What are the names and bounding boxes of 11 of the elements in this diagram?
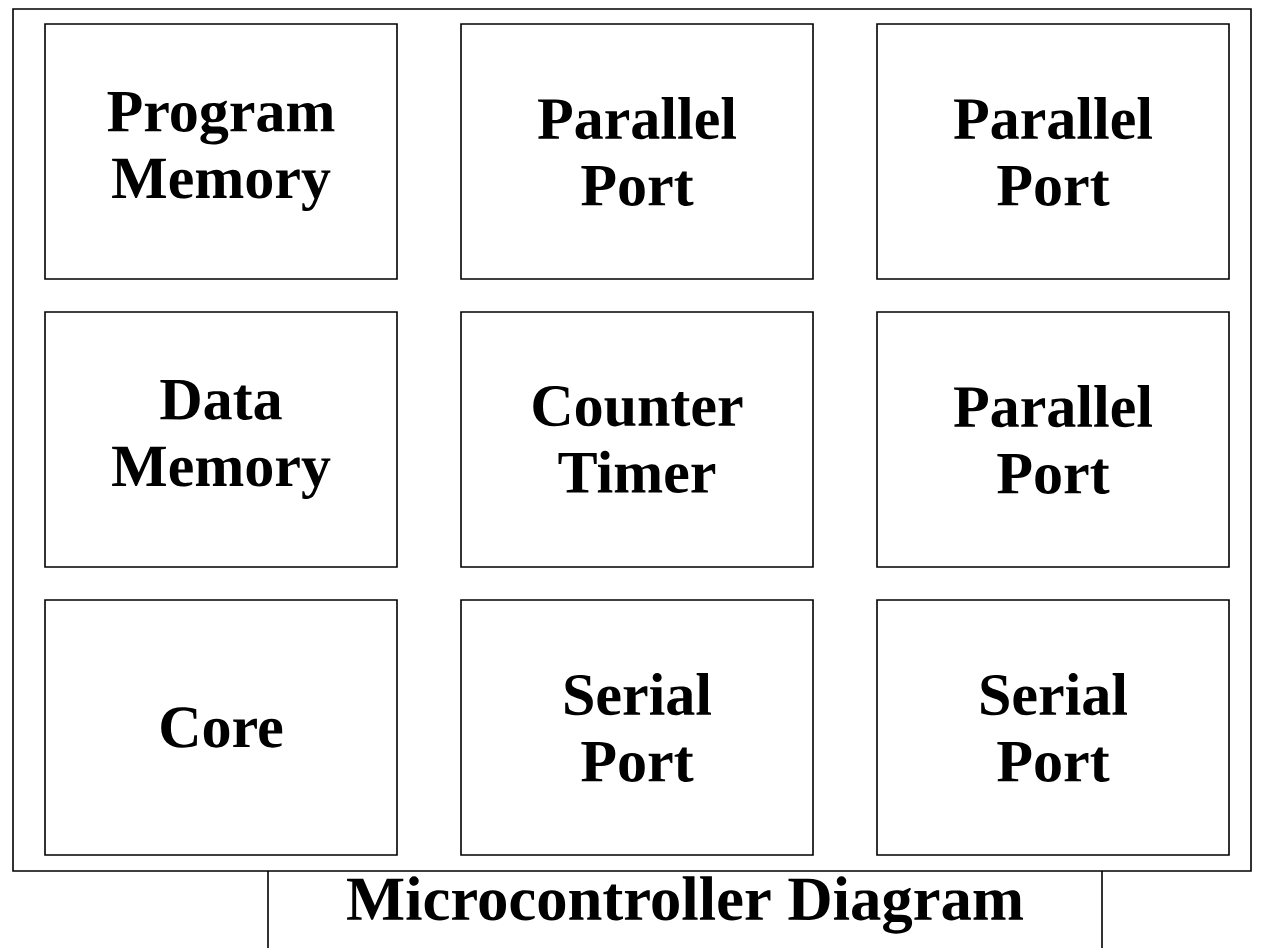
block: Data Memory <box>44 311 398 568</box>
outer-frame <box>12 8 1252 872</box>
block: Parallel Port <box>876 311 1230 568</box>
title-box: Microcontroller Diagram <box>267 870 1103 948</box>
block: Parallel Port <box>460 23 814 280</box>
block: Core <box>44 599 398 856</box>
block: Parallel Port <box>876 23 1230 280</box>
block: Program Memory <box>44 23 398 280</box>
block: Serial Port <box>460 599 814 856</box>
block: Serial Port <box>876 599 1230 856</box>
block: Counter Timer <box>460 311 814 568</box>
